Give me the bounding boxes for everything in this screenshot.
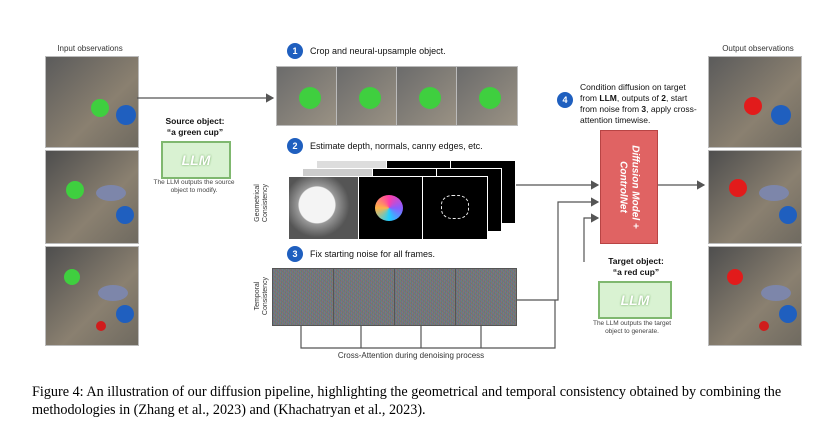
step-4-text-c: , start from noise from bbox=[580, 93, 688, 115]
diffusion-model-box: Diffusion Model + ControlNet bbox=[600, 130, 658, 244]
crop-frame-4 bbox=[456, 66, 518, 126]
output-observations-label: Output observations bbox=[722, 44, 794, 53]
cross-attention-label: Cross-Attention during denoising process bbox=[337, 351, 485, 360]
step-4-text-a: Condition diffusion on target from bbox=[580, 82, 686, 104]
canny-edges bbox=[422, 176, 488, 240]
noise-frame-4 bbox=[455, 268, 517, 326]
step-4-ref-2: 2 bbox=[661, 93, 666, 104]
diffusion-model-label: Diffusion Model + ControlNet bbox=[618, 145, 641, 229]
step-1-text: Crop and neural-upsample object. bbox=[310, 46, 446, 56]
figure-caption: Figure 4: An illustration of our diffusi… bbox=[32, 384, 782, 419]
source-object-title: Source object: bbox=[165, 116, 225, 126]
input-frame-3 bbox=[45, 246, 139, 346]
source-object-value: “a green cup” bbox=[166, 127, 224, 137]
pipeline-connectors bbox=[137, 93, 706, 349]
source-llm-box: LLM bbox=[161, 141, 231, 179]
output-frame-1 bbox=[708, 56, 802, 148]
step-4-ref-3: 3 bbox=[641, 104, 647, 115]
source-llm-desc: The LLM outputs the source object to mod… bbox=[153, 179, 235, 195]
step-4-text-d: , apply cross-attention timewise. bbox=[580, 104, 697, 126]
noise-frame-2 bbox=[333, 268, 395, 326]
target-object-value: “a red cup” bbox=[612, 267, 660, 277]
crop-frame-2 bbox=[336, 66, 398, 126]
step-1-badge: 1 bbox=[287, 43, 303, 59]
noise-frame-1 bbox=[272, 268, 334, 326]
step-3-text: Fix starting noise for all frames. bbox=[310, 249, 436, 259]
step-2-text: Estimate depth, normals, canny edges, et… bbox=[310, 141, 483, 151]
input-frame-2 bbox=[45, 150, 139, 244]
crop-frame-3 bbox=[396, 66, 458, 126]
input-frame-1 bbox=[45, 56, 139, 148]
step-3-badge: 3 bbox=[287, 246, 303, 262]
output-frame-3 bbox=[708, 246, 802, 346]
output-frame-2 bbox=[708, 150, 802, 244]
target-llm-box: LLM bbox=[598, 281, 672, 319]
noise-frame-3 bbox=[394, 268, 456, 326]
step-4-badge: 4 bbox=[557, 92, 573, 108]
target-llm-desc: The LLM outputs the target object to gen… bbox=[592, 320, 672, 336]
normals-map bbox=[358, 176, 424, 240]
step-4-text: Condition diffusion on target from LLM, … bbox=[580, 82, 700, 126]
temporal-consistency-label: Temporal Consistency bbox=[254, 276, 270, 316]
target-object-title: Target object: bbox=[608, 256, 664, 266]
step-4-llm: LLM bbox=[599, 93, 617, 104]
step-2-badge: 2 bbox=[287, 138, 303, 154]
crop-frame-1 bbox=[276, 66, 338, 126]
geometrical-consistency-label: Geometrical Consistency bbox=[254, 183, 270, 223]
input-observations-label: Input observations bbox=[57, 44, 123, 53]
step-4-text-b: , outputs of bbox=[616, 93, 662, 104]
depth-map bbox=[288, 176, 360, 240]
